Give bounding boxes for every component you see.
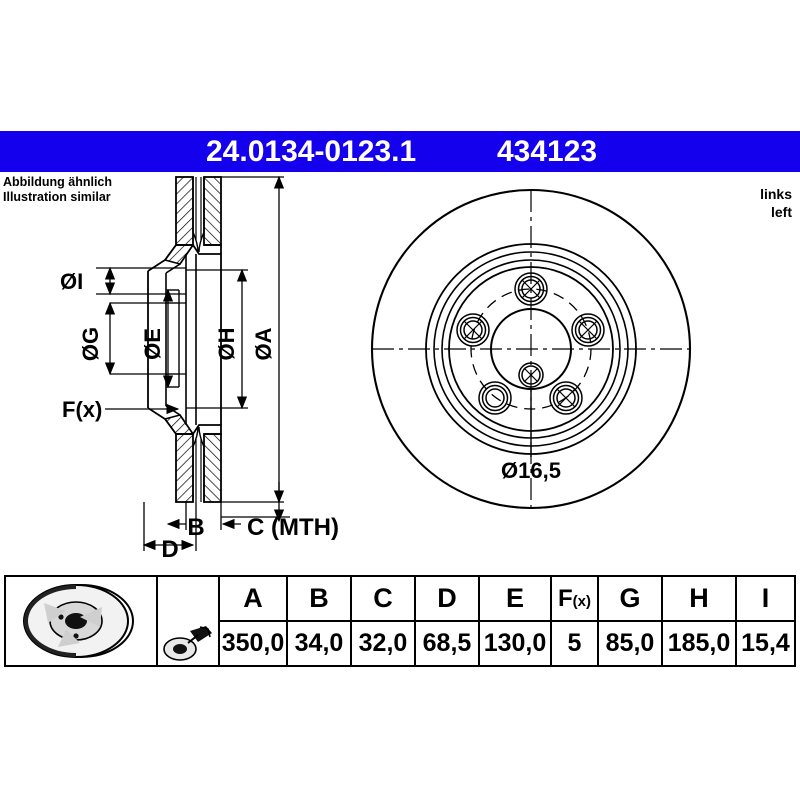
friction-ring-top	[147, 176, 222, 274]
table-header-d: D	[414, 575, 480, 622]
section-dimensions	[96, 175, 290, 551]
label-dia-h: ØH	[214, 328, 239, 361]
label-b: B	[187, 514, 204, 541]
table-value-e: 130,0	[478, 620, 552, 667]
disc-photo-cell	[4, 575, 158, 667]
tool-photo-cell-spacer	[156, 575, 220, 621]
table-header-i: I	[735, 575, 796, 622]
table-value-d: 68,5	[414, 620, 480, 667]
table-row-values: 350,0 34,0 32,0 68,5 130,0 5 85,0 185,0 …	[5, 620, 796, 667]
label-dia-a: ØA	[251, 327, 276, 360]
illustration-note: Abbildung ähnlich Illustration similar	[3, 175, 112, 205]
hole-callout-label: Ø16,5	[501, 458, 561, 483]
technical-drawing: ØI ØG ØE ØH ØA F(x) B C (MTH) D	[0, 172, 800, 572]
bolt-hole	[478, 381, 512, 415]
label-c: C (MTH)	[247, 514, 339, 541]
table-header-g: G	[597, 575, 663, 622]
label-f-x: F(x)	[62, 397, 102, 422]
table-header-b: B	[286, 575, 352, 622]
table-value-b: 34,0	[286, 620, 352, 667]
bolt-hole	[514, 272, 548, 306]
side-note-en: left	[771, 204, 792, 220]
measure-tool-icon	[160, 623, 216, 663]
friction-ring-bottom	[147, 405, 222, 503]
front-view	[370, 188, 692, 510]
table-value-h: 185,0	[661, 620, 737, 667]
side-note: links left	[760, 185, 792, 221]
table-header-h: H	[661, 575, 737, 622]
disc-outer-circle	[370, 188, 692, 510]
bolt-hole	[456, 313, 490, 347]
table-header-c: C	[350, 575, 416, 622]
title-bar: 24.0134-0123.1 434123	[0, 131, 800, 172]
label-dia-g: ØG	[78, 327, 103, 361]
part-number: 24.0134-0123.1	[206, 135, 417, 168]
label-dia-e: ØE	[140, 328, 165, 360]
wheel-bolt-holes	[456, 272, 605, 415]
label-d: D	[161, 536, 178, 563]
brake-disc-photo-icon	[22, 584, 134, 658]
locating-hole	[518, 362, 544, 388]
table-header-fx: F(x)	[550, 575, 599, 622]
table-row-headers: A B C D E F(x) G H I	[4, 575, 796, 667]
illustration-note-en: Illustration similar	[3, 190, 111, 204]
table-value-g: 85,0	[597, 620, 663, 667]
label-dia-i: ØI	[60, 269, 83, 294]
table-value-a: 350,0	[218, 620, 288, 667]
illustration-note-de: Abbildung ähnlich	[3, 175, 113, 189]
table-header-e: E	[478, 575, 552, 622]
bolt-hole	[571, 313, 605, 347]
table-value-fx: 5	[550, 620, 599, 667]
article-number: 434123	[497, 135, 598, 168]
side-note-de: links	[760, 186, 792, 202]
table-value-i: 15,4	[735, 620, 796, 667]
table-value-c: 32,0	[350, 620, 416, 667]
measure-tool-cell	[156, 621, 220, 667]
table-header-a: A	[218, 575, 288, 622]
spec-table: A B C D E F(x) G H I 350,0 34,0 32,0 68,…	[4, 575, 796, 667]
bolt-hole	[549, 381, 583, 415]
